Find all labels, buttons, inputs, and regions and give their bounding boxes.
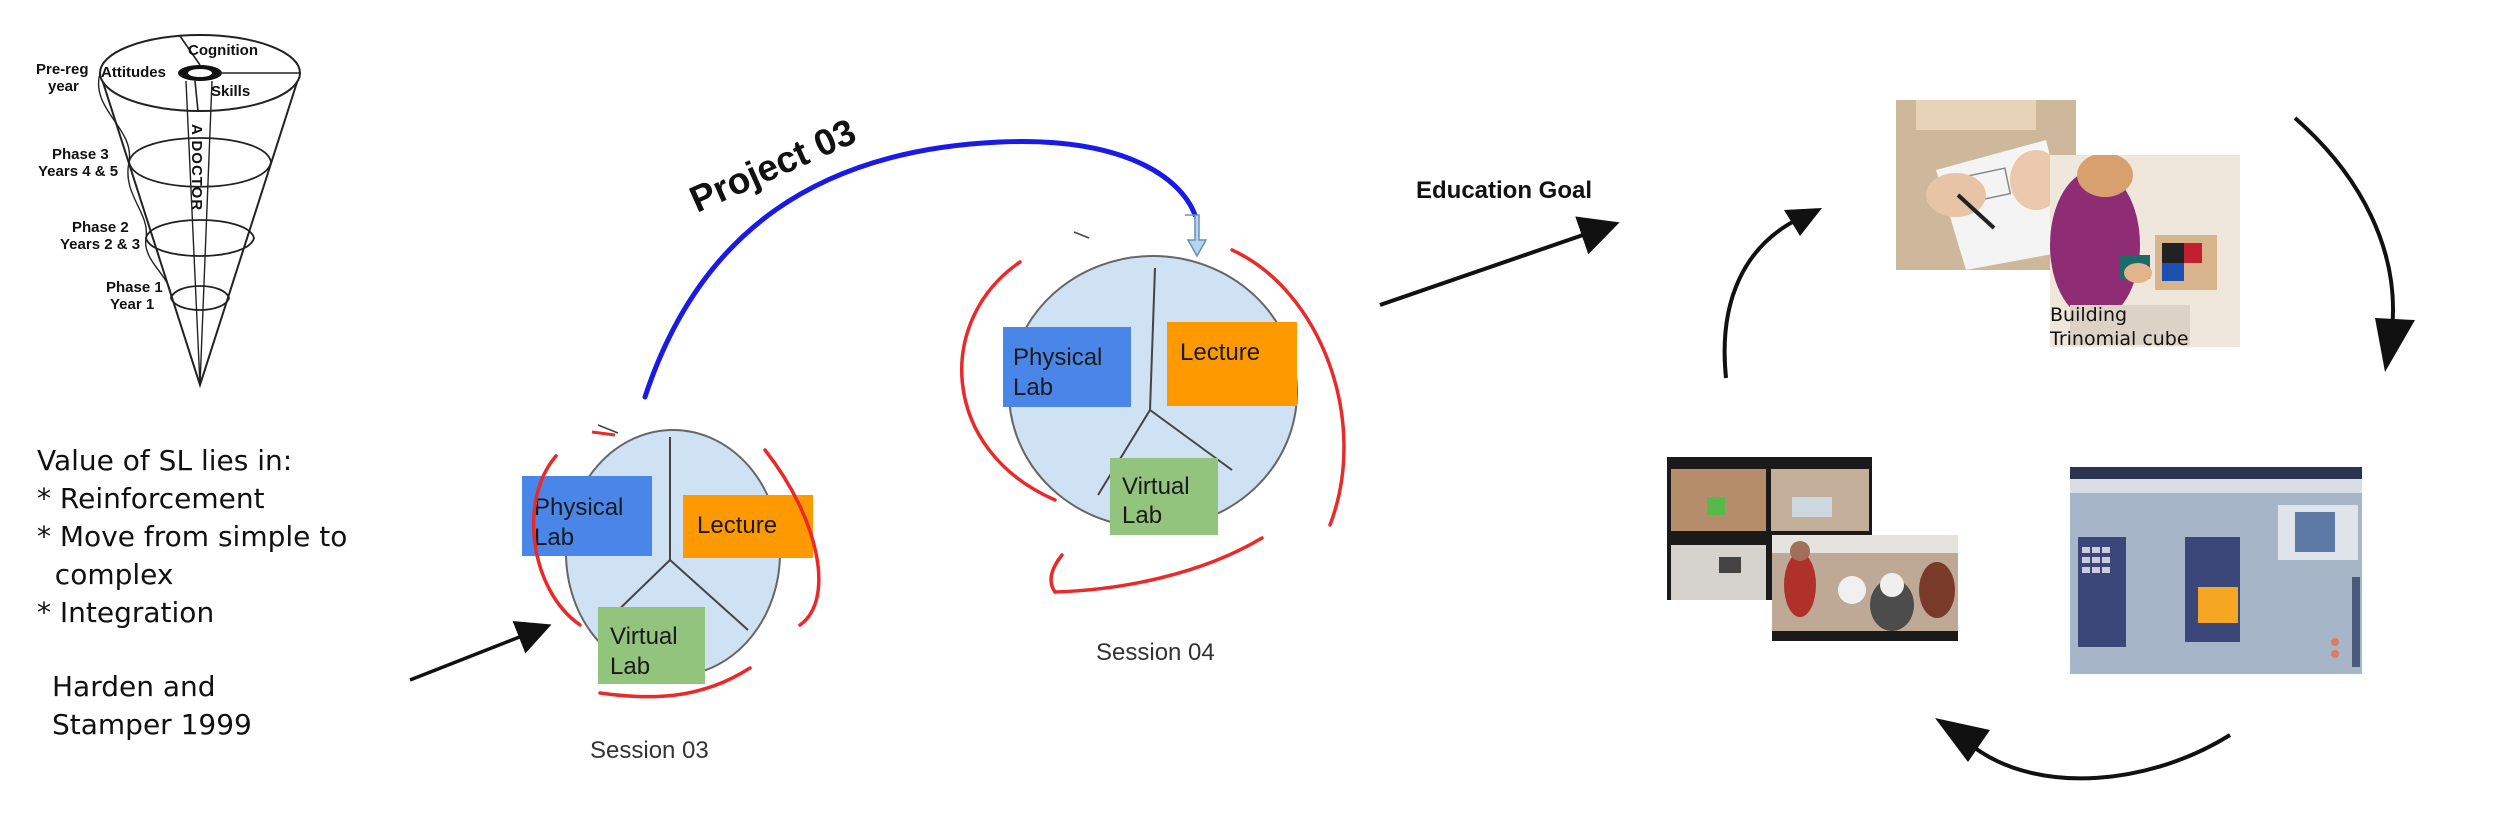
cycle-arrow-left-head xyxy=(1784,208,1822,236)
photo-trinomial-cube-art xyxy=(2050,155,2240,347)
session-03-red-tick xyxy=(591,430,616,437)
cone-spiral-link-2 xyxy=(127,161,148,239)
cone-spiral-link-1 xyxy=(97,72,131,163)
photo-virtual-lab-screenshot xyxy=(2070,467,2362,674)
cone-ring-1 xyxy=(170,285,230,311)
cone-outline xyxy=(99,72,301,389)
session-03-lecture-box xyxy=(683,495,813,558)
value-notes: Value of SL lies in: * Reinforcement * M… xyxy=(37,442,347,632)
session-03-physical-lab-box xyxy=(522,476,652,556)
cone-ring-3 xyxy=(128,137,272,188)
cycle-arrow-right-head xyxy=(2375,318,2415,372)
value-note-line: * Reinforcement xyxy=(37,482,265,515)
citation-line: Stamper 1999 xyxy=(52,708,252,741)
session-03-red-arrow-right xyxy=(763,448,821,627)
photo-writing-worksheet xyxy=(1896,100,2076,270)
session-04-caption: Session 04 xyxy=(1096,639,1215,666)
session-03-physical-lab-line1: Physical xyxy=(534,494,623,521)
photo-writing-worksheet-art xyxy=(1896,100,2076,270)
session-03-virtual-lab-line2: Lab xyxy=(610,653,650,680)
cube-caption-line2: Trinomial cube xyxy=(2050,328,2189,347)
session-04-virtual-lab-line2: Lab xyxy=(1122,502,1162,529)
session-04-physical-lab-line1: Physical xyxy=(1013,344,1102,371)
session-04-virtual-lab-line1: Virtual xyxy=(1122,473,1190,500)
level-2-line2: Years 2 & 3 xyxy=(60,236,140,253)
cycle-arrow-bottom-head xyxy=(1935,718,1990,762)
session-03-physical-lab-line2: Lab xyxy=(534,524,574,551)
cone-label-attitudes: Attitudes xyxy=(101,64,166,81)
session-03-cycle: Physical Lab Lecture Virtual Lab Session… xyxy=(522,424,821,764)
session-04-red-arrow-bottom xyxy=(1053,536,1264,594)
cycle-arrow-bottom xyxy=(1973,733,2232,781)
level-1-line2: Years 4 & 5 xyxy=(38,163,118,180)
session-04-divider-left xyxy=(1097,409,1151,496)
cone-label-skills: Skills xyxy=(211,83,250,100)
photo-lab-collage-small-art xyxy=(1667,457,1872,600)
level-0-line1: Pre-reg xyxy=(36,61,89,78)
citation-line: Harden and xyxy=(52,670,216,703)
value-note-line: * Move from simple to xyxy=(37,520,348,553)
session-03-virtual-lab-line1: Virtual xyxy=(610,623,678,650)
value-note-line: complex xyxy=(37,558,174,591)
session-04-cycle: Physical Lab Lecture Virtual Lab Session… xyxy=(960,231,1346,666)
value-note-line: * Integration xyxy=(37,596,215,629)
session-03-red-arrow-left xyxy=(531,454,582,627)
cone-ring-2 xyxy=(145,219,255,257)
cube-caption: Building Trinomial cube xyxy=(2050,303,2189,347)
session-04-physical-lab-box xyxy=(1003,327,1131,407)
level-1-line1: Phase 3 xyxy=(52,146,109,163)
session-03-lecture-label: Lecture xyxy=(697,512,777,539)
cone-spine-right xyxy=(199,80,213,386)
cube-caption-line1: Building xyxy=(2050,304,2128,326)
session-04-lecture-label: Lecture xyxy=(1180,339,1260,366)
session-04-red-arrow-right xyxy=(1230,248,1346,527)
project-label: Project 03 xyxy=(684,111,862,220)
entry-arrow xyxy=(409,620,552,682)
education-goal-arrow xyxy=(1379,216,1620,307)
photo-virtual-lab-screenshot-art xyxy=(2070,467,2362,674)
project-arc xyxy=(642,139,1198,400)
session-04-physical-lab-line2: Lab xyxy=(1013,374,1053,401)
session-04-tick xyxy=(1073,231,1090,239)
photo-lab-collage-large xyxy=(1772,535,1958,641)
session-04-red-arrowhead xyxy=(1049,553,1064,594)
cone-divider-3 xyxy=(194,80,199,112)
cone-centre-ring xyxy=(188,69,212,77)
session-04-lecture-box xyxy=(1167,322,1297,406)
session-04-red-arrow-left xyxy=(960,260,1057,502)
session-03-red-arrow-bottom xyxy=(598,666,752,699)
cone-spiral-link-3 xyxy=(145,237,172,299)
level-3-line1: Phase 1 xyxy=(106,279,163,296)
photo-lab-collage-small xyxy=(1667,457,1872,600)
spiral-curriculum-cone: Cognition Attitudes Skills A DOCTOR Pre-… xyxy=(36,34,301,389)
education-goal-label: Education Goal xyxy=(1416,177,1592,204)
session-03-divider-right xyxy=(669,559,749,631)
level-2-line1: Phase 2 xyxy=(72,219,129,236)
cone-label-cognition: Cognition xyxy=(188,42,258,59)
session-04-divider-right xyxy=(1149,409,1233,471)
session-03-tick xyxy=(597,424,619,434)
photo-trinomial-cube: Building Trinomial cube xyxy=(2050,155,2240,347)
cone-divider-1 xyxy=(179,35,201,66)
project-arc-arrowhead xyxy=(1185,214,1208,258)
session-04-virtual-lab-box xyxy=(1110,458,1218,535)
session-03-virtual-lab-box xyxy=(598,607,705,684)
cone-spine-text: A DOCTOR xyxy=(188,124,205,211)
session-03-caption: Session 03 xyxy=(590,737,709,764)
cone-spine-left xyxy=(185,80,201,386)
photo-lab-collage-large-art xyxy=(1772,535,1958,641)
value-note-line: Value of SL lies in: xyxy=(37,444,293,477)
cycle-arrow-left xyxy=(1722,216,1801,379)
level-0-line2: year xyxy=(48,78,79,95)
level-3-line2: Year 1 xyxy=(110,296,154,313)
cycle-arrow-right xyxy=(2293,116,2395,331)
session-04-divider-top xyxy=(1149,267,1156,411)
citation: Harden and Stamper 1999 xyxy=(52,668,252,744)
